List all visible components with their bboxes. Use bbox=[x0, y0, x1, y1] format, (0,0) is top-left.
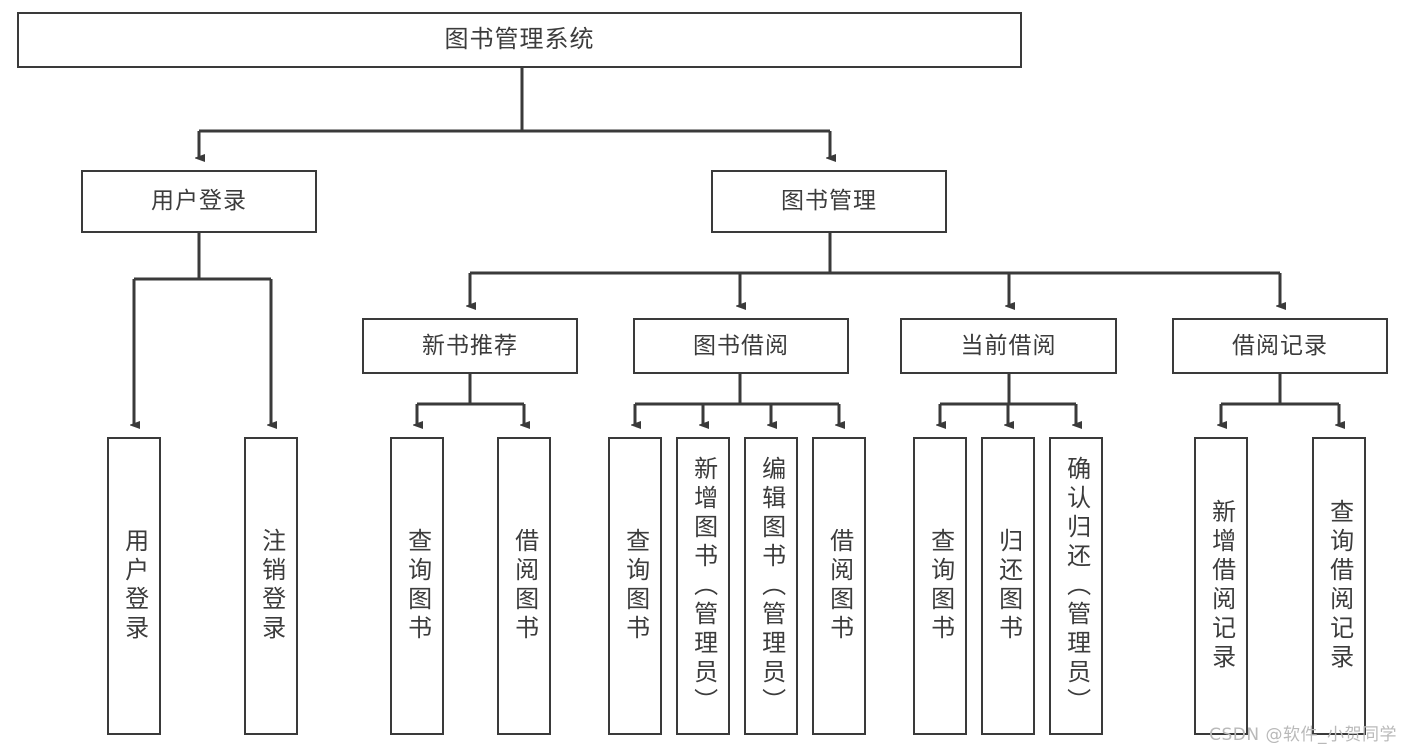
node-user-login[interactable]: 用户登录 bbox=[81, 170, 317, 233]
node-label: 查询图书 bbox=[621, 528, 650, 644]
leaf-edit-book-admin[interactable]: 编辑图书（管理员） bbox=[744, 437, 798, 735]
leaf-borrow-book-new[interactable]: 借阅图书 bbox=[497, 437, 551, 735]
node-label: 用户登录 bbox=[151, 188, 247, 215]
node-label: 查询图书 bbox=[403, 528, 432, 644]
node-label: 确认归还（管理员） bbox=[1062, 455, 1091, 717]
node-label: 新增图书（管理员） bbox=[689, 455, 718, 717]
node-label: 图书管理系统 bbox=[444, 25, 595, 54]
leaf-add-borrow-record[interactable]: 新增借阅记录 bbox=[1194, 437, 1248, 735]
node-label: 借阅记录 bbox=[1232, 332, 1328, 359]
node-label: 借阅图书 bbox=[510, 528, 539, 644]
node-book-borrow[interactable]: 图书借阅 bbox=[633, 318, 849, 374]
node-label: 新增借阅记录 bbox=[1207, 499, 1236, 673]
node-label: 编辑图书（管理员） bbox=[757, 455, 786, 717]
node-label: 新书推荐 bbox=[422, 332, 518, 359]
leaf-query-book-current[interactable]: 查询图书 bbox=[913, 437, 967, 735]
node-current-borrow[interactable]: 当前借阅 bbox=[900, 318, 1117, 374]
node-book-management[interactable]: 图书管理 bbox=[711, 170, 947, 233]
leaf-query-borrow-record[interactable]: 查询借阅记录 bbox=[1312, 437, 1366, 735]
node-label: 查询图书 bbox=[926, 528, 955, 644]
node-label: 注销登录 bbox=[257, 528, 286, 644]
node-label: 当前借阅 bbox=[960, 332, 1057, 359]
node-label: 图书借阅 bbox=[693, 332, 789, 359]
leaf-query-book-borrow[interactable]: 查询图书 bbox=[608, 437, 662, 735]
node-borrow-record[interactable]: 借阅记录 bbox=[1172, 318, 1388, 374]
leaf-query-book-new[interactable]: 查询图书 bbox=[390, 437, 444, 735]
node-label: 用户登录 bbox=[120, 528, 149, 644]
node-label: 图书管理 bbox=[781, 188, 877, 215]
node-root[interactable]: 图书管理系统 bbox=[17, 12, 1022, 68]
leaf-confirm-return-admin[interactable]: 确认归还（管理员） bbox=[1049, 437, 1103, 735]
node-label: 归还图书 bbox=[994, 528, 1023, 644]
node-label: 借阅图书 bbox=[825, 528, 854, 644]
node-new-book-recommend[interactable]: 新书推荐 bbox=[362, 318, 578, 374]
leaf-user-login[interactable]: 用户登录 bbox=[107, 437, 161, 735]
leaf-return-book[interactable]: 归还图书 bbox=[981, 437, 1035, 735]
leaf-add-book-admin[interactable]: 新增图书（管理员） bbox=[676, 437, 730, 735]
node-label: 查询借阅记录 bbox=[1325, 499, 1354, 673]
leaf-logout[interactable]: 注销登录 bbox=[244, 437, 298, 735]
leaf-borrow-book[interactable]: 借阅图书 bbox=[812, 437, 866, 735]
